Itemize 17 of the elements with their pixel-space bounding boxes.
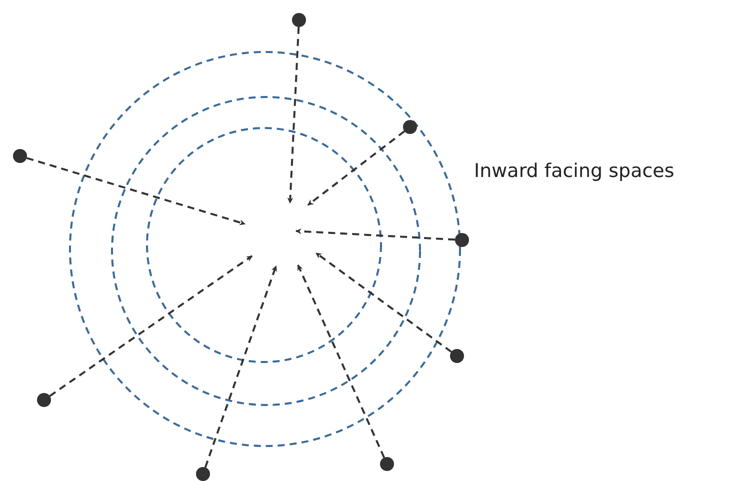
arrow	[26, 157, 246, 226]
dot-marker	[450, 349, 464, 363]
dot-marker	[13, 149, 27, 163]
dot-marker	[380, 457, 394, 471]
arrow	[287, 26, 300, 204]
dot-marker	[37, 393, 51, 407]
dot-marker	[292, 13, 306, 27]
dot-marker	[196, 467, 210, 481]
arrow	[49, 255, 253, 397]
arrow	[204, 265, 278, 468]
dot-marker	[403, 120, 417, 134]
annotation-text: Inward facing spaces	[474, 160, 674, 182]
arrow	[297, 264, 386, 458]
arrow	[295, 228, 456, 241]
arrow	[307, 130, 406, 206]
arrow	[315, 252, 452, 353]
dot-marker	[455, 233, 469, 247]
